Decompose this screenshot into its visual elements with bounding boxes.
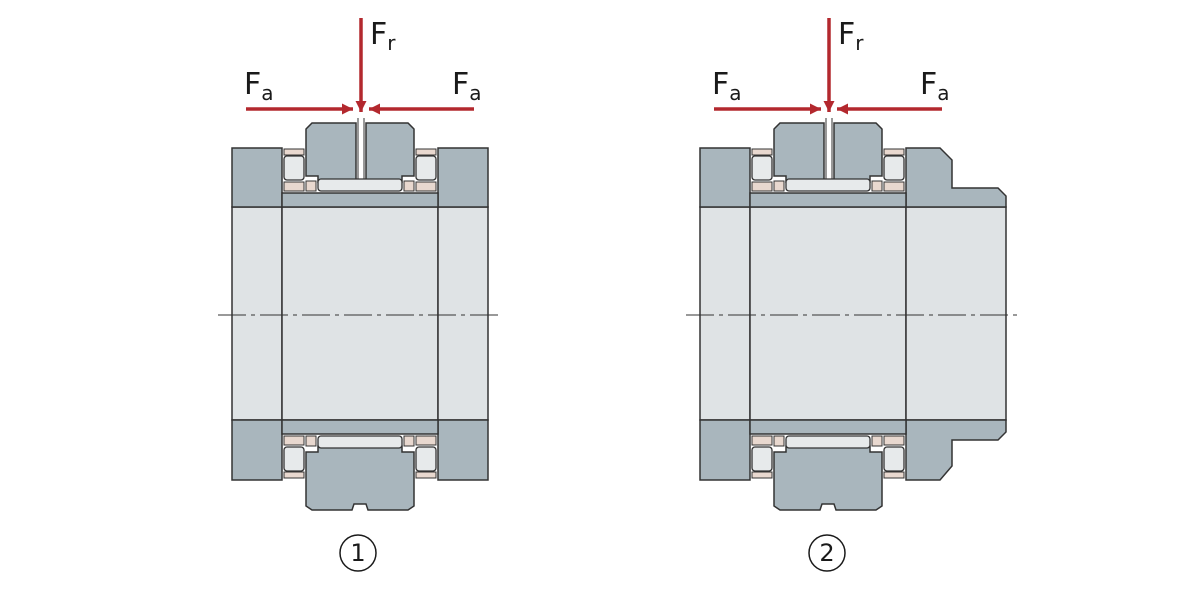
- axial-cage-top-left: [283, 148, 305, 156]
- side-ring-top-left: [699, 147, 751, 208]
- needle-roller-top: [317, 178, 403, 192]
- cage-bottom-right: [871, 435, 883, 447]
- axial-roller-bottom-left: [751, 446, 773, 472]
- axial-roller-top-left: [751, 155, 773, 181]
- shaft-inner: [281, 206, 439, 421]
- inner-ring-top: [749, 192, 907, 208]
- cage-bottom-left: [305, 435, 317, 447]
- axial-cage-bottom-left: [283, 471, 305, 479]
- radial-force-label: Fr: [370, 17, 396, 55]
- outer-ring-top-left-half: [773, 122, 825, 183]
- cage-top-left: [305, 180, 317, 192]
- shaft-right-ring: [437, 206, 489, 421]
- axial-cage-bottom-right: [415, 471, 437, 479]
- cage-bottom-right: [403, 435, 415, 447]
- outer-ring-top-left-half: [305, 122, 357, 183]
- cage-top-left: [773, 180, 785, 192]
- shaft-left-ring: [231, 206, 283, 421]
- axial-roller-bottom-right: [883, 446, 905, 472]
- inner-ring-bottom: [281, 419, 439, 435]
- thrust-washer-bottom-left: [751, 435, 773, 446]
- needle-roller-bottom: [785, 435, 871, 449]
- axial-cage-top-left: [751, 148, 773, 156]
- variant-number-circle-1: [339, 534, 377, 572]
- thrust-washer-top-left: [751, 181, 773, 192]
- variant-number-1: 1: [350, 539, 365, 567]
- bearing-variant-1: Fr Fa Fa 1: [218, 17, 502, 572]
- bearing-variant-2: Fr Fa Fa 2: [686, 17, 1020, 572]
- inner-ring-bottom: [749, 419, 907, 435]
- housing-shoulder-top: [905, 147, 1007, 208]
- thrust-washer-top-right: [883, 181, 905, 192]
- axial-roller-top-right: [415, 155, 437, 181]
- axial-force-label-left: Fa: [244, 67, 274, 105]
- needle-roller-bottom: [317, 435, 403, 449]
- side-ring-bottom-left: [699, 419, 751, 481]
- axial-roller-bottom-right: [415, 446, 437, 472]
- variant-number-circle-2: [808, 534, 846, 572]
- axial-cage-top-right: [883, 148, 905, 156]
- thrust-washer-bottom-right: [415, 435, 437, 446]
- thrust-washer-bottom-left: [283, 435, 305, 446]
- shaft-left-ring: [699, 206, 751, 421]
- variant-number-2: 2: [819, 539, 834, 567]
- outer-ring-bottom: [773, 445, 883, 511]
- side-ring-bottom-left: [231, 419, 283, 481]
- cage-top-right: [871, 180, 883, 192]
- cage-top-right: [403, 180, 415, 192]
- inner-ring-top: [281, 192, 439, 208]
- side-ring-bottom-right: [437, 419, 489, 481]
- axial-roller-bottom-left: [283, 446, 305, 472]
- shaft-extension: [905, 206, 1007, 421]
- housing-shoulder-bottom: [905, 419, 1007, 481]
- side-ring-top-right: [437, 147, 489, 208]
- needle-roller-top: [785, 178, 871, 192]
- cage-bottom-left: [773, 435, 785, 447]
- axial-roller-top-left: [283, 155, 305, 181]
- axial-cage-bottom-right: [883, 471, 905, 479]
- axial-cage-bottom-left: [751, 471, 773, 479]
- thrust-washer-bottom-right: [883, 435, 905, 446]
- outer-ring-bottom: [305, 445, 415, 511]
- shaft-inner: [749, 206, 907, 421]
- radial-force-label: Fr: [838, 17, 864, 55]
- outer-ring-top-right-half: [833, 122, 883, 183]
- thrust-washer-top-left: [283, 181, 305, 192]
- thrust-washer-top-right: [415, 181, 437, 192]
- axial-roller-top-right: [883, 155, 905, 181]
- axial-cage-top-right: [415, 148, 437, 156]
- axial-force-label-right: Fa: [920, 67, 950, 105]
- axial-force-label-right: Fa: [452, 67, 482, 105]
- axial-force-label-left: Fa: [712, 67, 742, 105]
- outer-ring-top-right-half: [365, 122, 415, 183]
- side-ring-top-left: [231, 147, 283, 208]
